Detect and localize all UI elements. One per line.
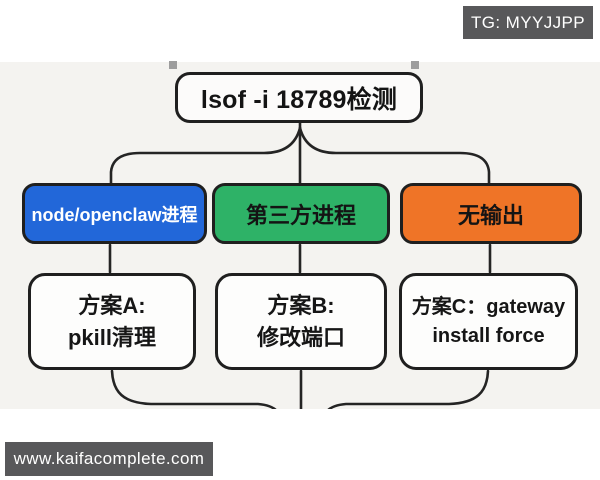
site-watermark-badge: www.kaifacomplete.com — [5, 442, 213, 476]
resize-handle-top-left — [169, 61, 177, 69]
solution-line-1: 方案C：gateway — [411, 295, 566, 318]
solution-line-2: pkill清理 — [67, 324, 156, 350]
condition-node-openclaw-process: node/openclaw进程 — [22, 183, 207, 244]
solution-node-b-change-port: 方案B: 修改端口 — [215, 273, 387, 370]
tg-watermark-badge: TG: MYYJJPP — [463, 6, 593, 39]
solution-line-1: 方案A: — [78, 292, 146, 318]
condition-node-third-party-process: 第三方进程 — [212, 183, 390, 244]
resize-handle-top-right — [411, 61, 419, 69]
connector-root-to-right — [298, 126, 491, 185]
site-watermark-text: www.kaifacomplete.com — [13, 449, 205, 468]
root-node-lsof-check: lsof -i 18789检测 — [175, 72, 423, 123]
condition-label: 无输出 — [457, 202, 524, 228]
solution-node-a-pkill: 方案A: pkill清理 — [28, 273, 196, 370]
tg-watermark-text: TG: MYYJJPP — [471, 12, 585, 32]
solution-node-c-gateway-install: 方案C：gateway install force — [399, 273, 578, 370]
connector-right-merge — [325, 369, 490, 413]
solution-line-1: 方案B: — [267, 292, 335, 318]
connector-left-merge — [110, 369, 279, 413]
connector-root-to-left — [109, 126, 302, 185]
condition-label: node/openclaw进程 — [31, 204, 198, 225]
condition-label: 第三方进程 — [245, 202, 356, 228]
root-node-label: lsof -i 18789检测 — [200, 85, 398, 114]
solution-line-2: install force — [432, 324, 545, 347]
condition-node-no-output: 无输出 — [400, 183, 582, 244]
solution-line-2: 修改端口 — [256, 324, 345, 350]
